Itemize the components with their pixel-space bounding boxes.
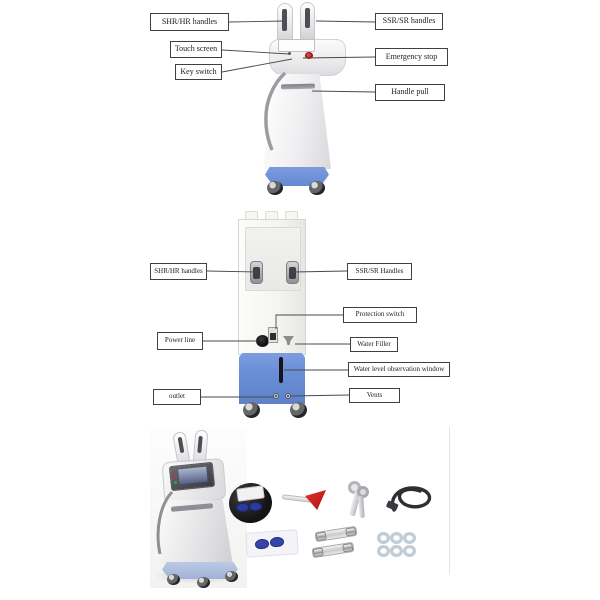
label-front-key-switch: Key switch	[175, 64, 222, 80]
photo-green-button	[174, 481, 177, 484]
washer-ring	[377, 545, 390, 557]
label-front-touch-screen: Touch screen	[170, 41, 222, 58]
front-left-handpiece-slot-icon	[282, 9, 287, 31]
label-front-handle-pull: Handle pull	[375, 84, 445, 101]
front-hose	[264, 71, 287, 151]
label-back-protection-switch: Protection switch	[343, 307, 417, 323]
label-back-vents: Vents	[349, 388, 400, 403]
washer-ring	[403, 545, 416, 557]
front-touch-screen	[278, 39, 315, 52]
back-outlet-port	[273, 393, 279, 399]
power-cord-plug	[386, 500, 399, 511]
goggles-lens	[236, 503, 249, 512]
back-water-level-window	[279, 357, 283, 383]
front-wheel-left	[267, 181, 283, 195]
goggles-lens	[249, 502, 262, 511]
label-front-shr-hr-handles: SHR/HR handles	[150, 13, 229, 31]
back-wheel-left	[243, 402, 260, 418]
back-handpiece-connector-left-core	[253, 267, 260, 279]
washer-ring	[403, 532, 416, 544]
label-back-water-level-window: Water level observation window	[348, 362, 450, 377]
photo-blue-base	[162, 562, 238, 579]
washer-ring	[390, 532, 403, 544]
photo-wheel	[225, 571, 238, 582]
label-back-ssr-sr-handles: SSR/SR Handles	[347, 263, 412, 280]
photo-wheel	[167, 574, 180, 585]
front-key-switch	[288, 52, 291, 55]
front-right-handpiece-slot-icon	[305, 8, 310, 28]
front-wheel-right	[309, 181, 325, 195]
back-water-filler-funnel-icon	[283, 336, 294, 345]
washer-ring	[377, 532, 390, 544]
power-cord	[390, 486, 432, 512]
photo-hose	[156, 490, 174, 555]
front-emergency-stop-button	[305, 52, 313, 59]
label-front-emergency-stop: Emergency stop	[375, 48, 448, 66]
label-back-shr-hr-handles: SHR/HR handles	[150, 263, 207, 280]
label-back-outlet: outlet	[153, 389, 201, 405]
photo-red-button	[173, 475, 176, 478]
back-protection-switch-core	[270, 333, 276, 340]
label-back-power-line: Power line	[157, 332, 203, 350]
photo-wheel	[197, 577, 210, 588]
back-handpiece-connector-right-core	[289, 267, 296, 279]
back-wheel-right	[290, 402, 307, 418]
label-front-ssr-sr-handles: SSR/SR handles	[375, 13, 443, 30]
label-back-water-filler: Water Filler	[350, 337, 398, 352]
washer-ring	[390, 545, 403, 557]
photo-right-edge	[449, 427, 450, 575]
